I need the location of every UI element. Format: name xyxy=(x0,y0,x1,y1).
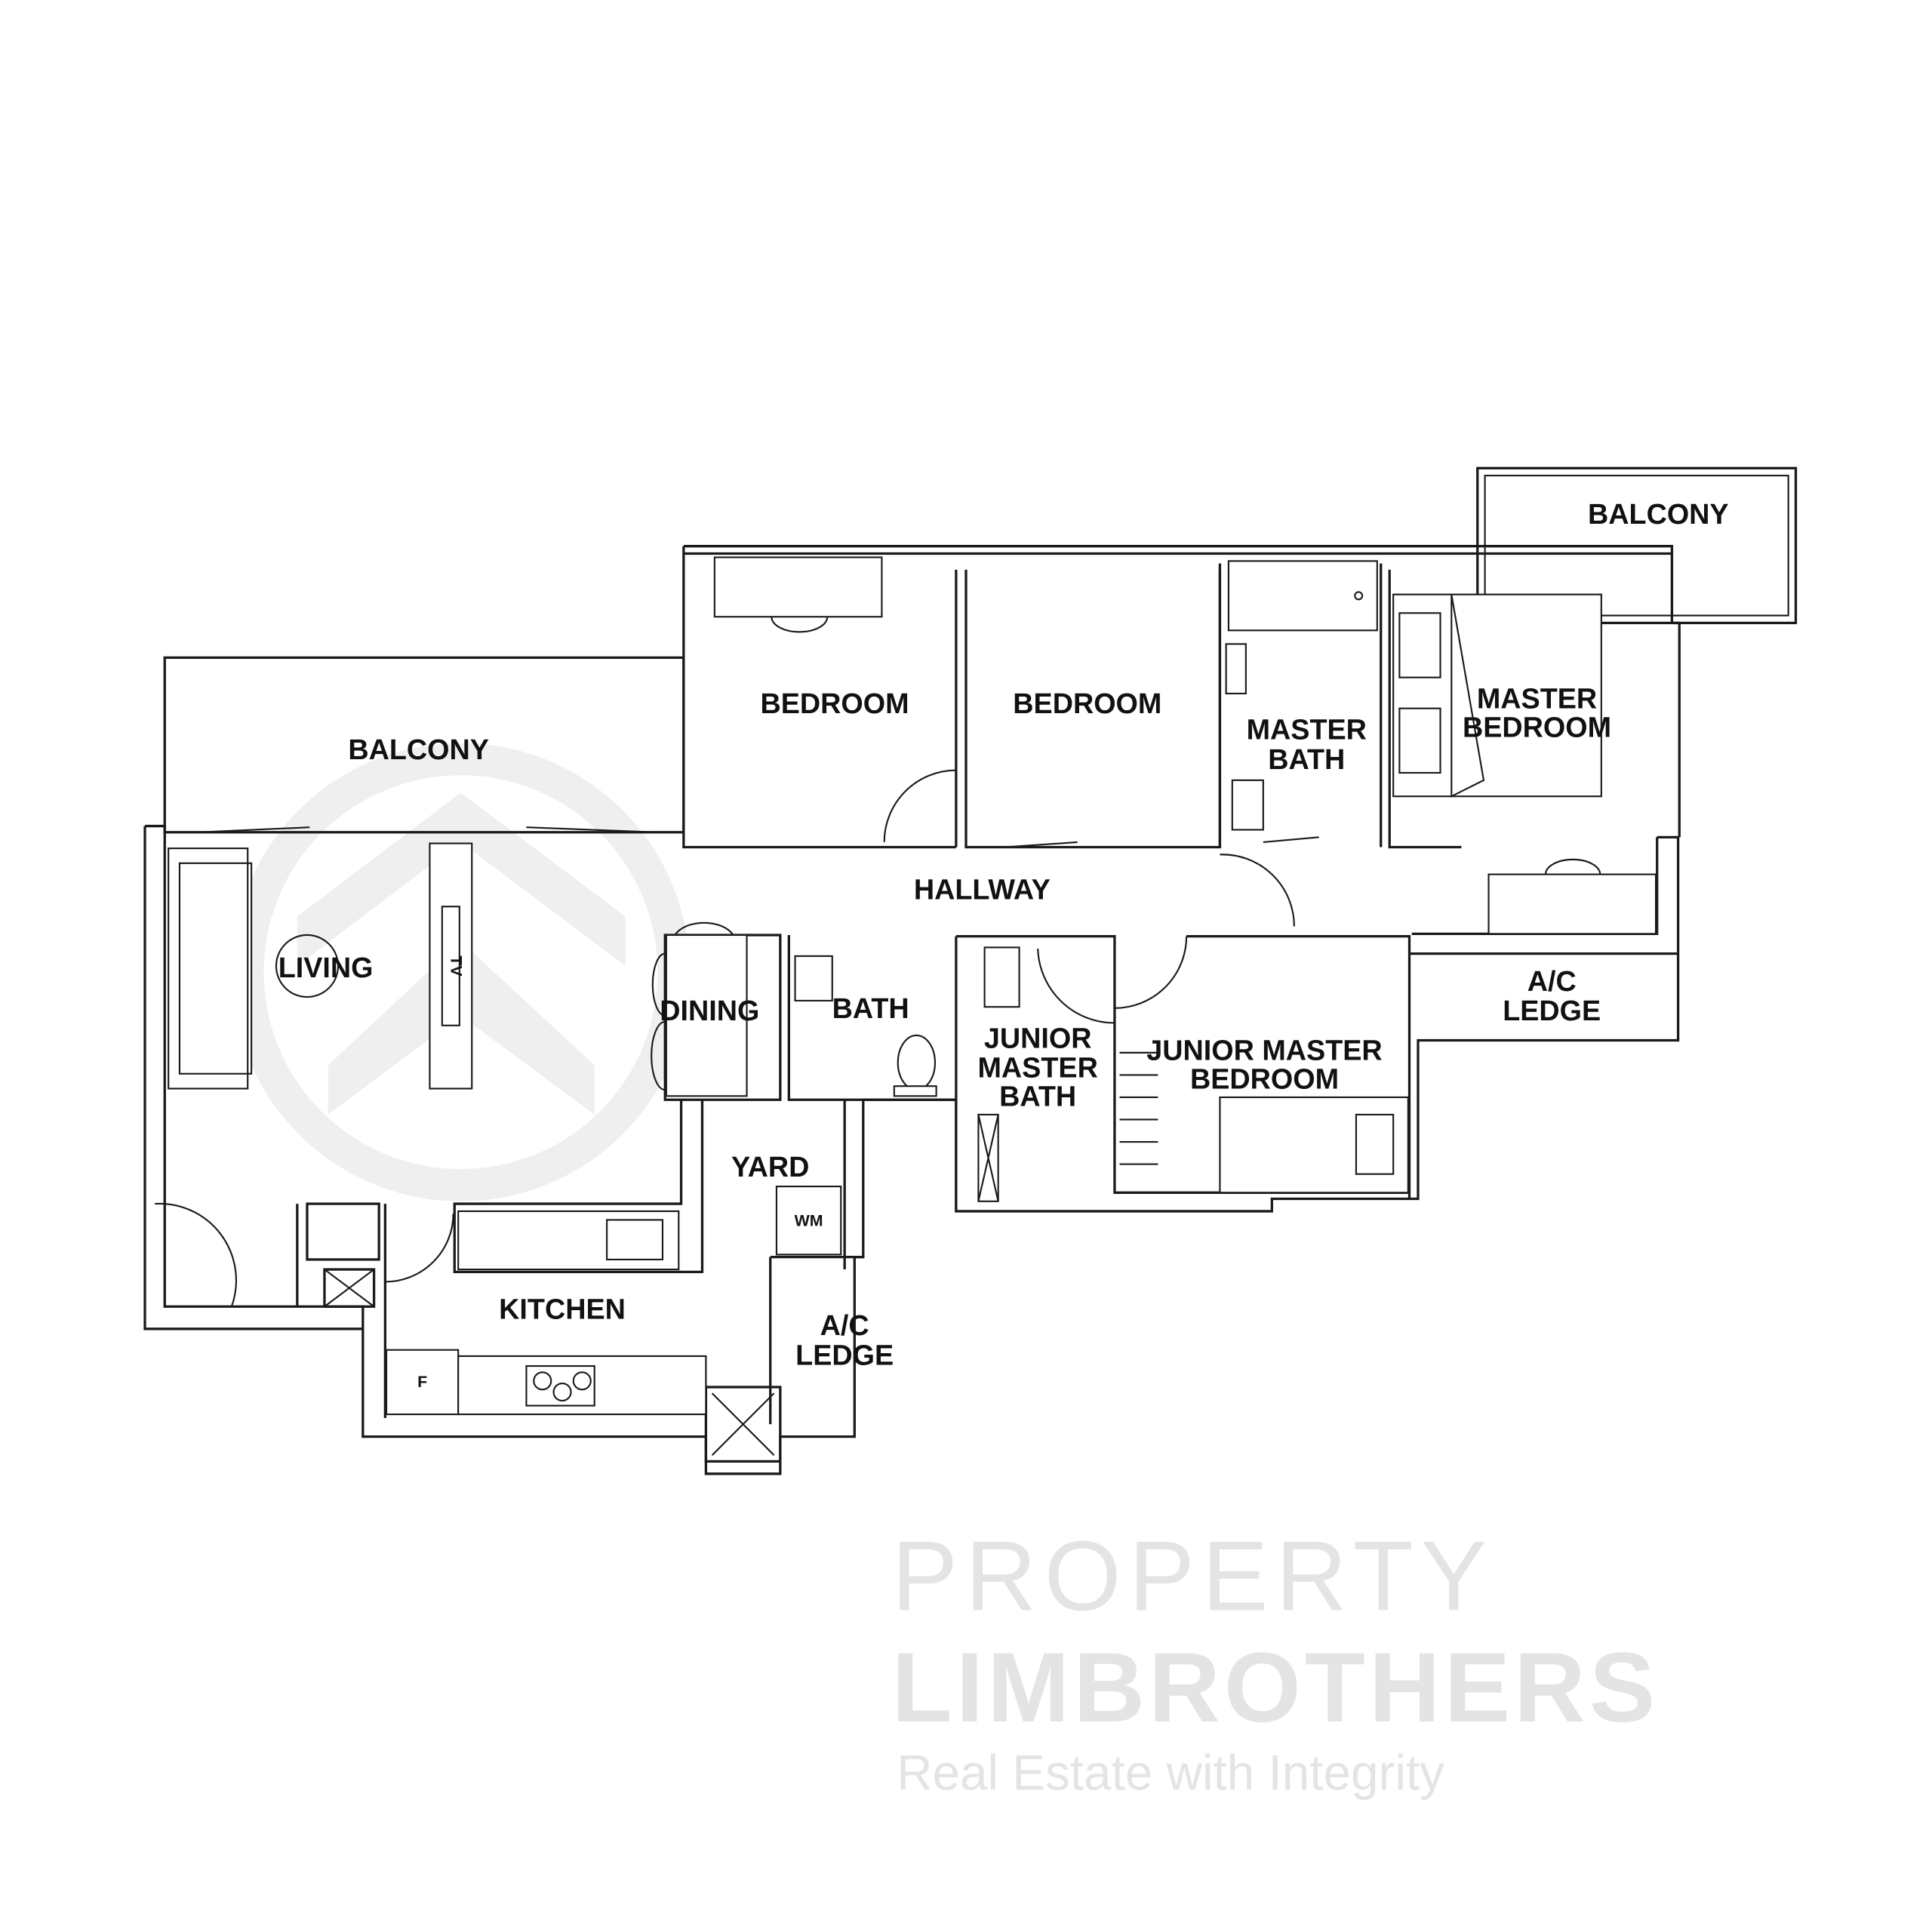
tv-label: TV xyxy=(447,955,465,977)
label-kitchen: KITCHEN xyxy=(499,1294,626,1325)
washing-machine-label: WM xyxy=(795,1212,823,1230)
label-junior-master-bedroom: JUNIOR MASTER xyxy=(1146,1035,1382,1066)
label-master-bedroom: BEDROOM xyxy=(1463,711,1611,743)
label-living: LIVING xyxy=(278,952,374,983)
label-yard: YARD xyxy=(731,1151,809,1183)
label-dining: DINING xyxy=(660,995,759,1026)
label-junior-master-bath: JUNIOR xyxy=(984,1022,1092,1054)
watermark-line2: LIMBROTHERS xyxy=(892,1632,1660,1743)
doors xyxy=(155,769,1319,1307)
furniture: TV F WM xyxy=(168,556,1657,1416)
label-hallway: HALLWAY xyxy=(914,873,1051,905)
label-ac-ledge-right: LEDGE xyxy=(1503,995,1601,1026)
label-bedroom-1: BEDROOM xyxy=(761,688,909,719)
watermark-text: PROPERTY LIMBROTHERS Real Estate with In… xyxy=(892,1520,1660,1800)
label-ac-ledge-bottom: A/C xyxy=(820,1309,869,1341)
watermark-line1: PROPERTY xyxy=(892,1520,1495,1631)
label-bath: BATH xyxy=(832,992,909,1024)
label-ac-ledge-bottom: LEDGE xyxy=(795,1339,894,1371)
label-ac-ledge-right: A/C xyxy=(1527,965,1577,997)
fridge-label: F xyxy=(417,1373,427,1391)
watermark-tagline: Real Estate with Integrity xyxy=(897,1745,1444,1800)
label-balcony-left: BALCONY xyxy=(348,734,489,765)
label-junior-master-bath: BATH xyxy=(999,1080,1076,1112)
label-junior-master-bath: MASTER xyxy=(978,1052,1098,1084)
label-master-bath: MASTER xyxy=(1247,714,1367,746)
label-master-bath: BATH xyxy=(1268,743,1345,775)
room-labels: BALCONY BALCONY LIVING DINING BATH HALLW… xyxy=(278,498,1729,1371)
label-balcony-top: BALCONY xyxy=(1588,498,1729,530)
label-master-bedroom: MASTER xyxy=(1477,683,1597,715)
label-junior-master-bedroom: BEDROOM xyxy=(1190,1063,1339,1094)
label-bedroom-2: BEDROOM xyxy=(1013,688,1161,719)
